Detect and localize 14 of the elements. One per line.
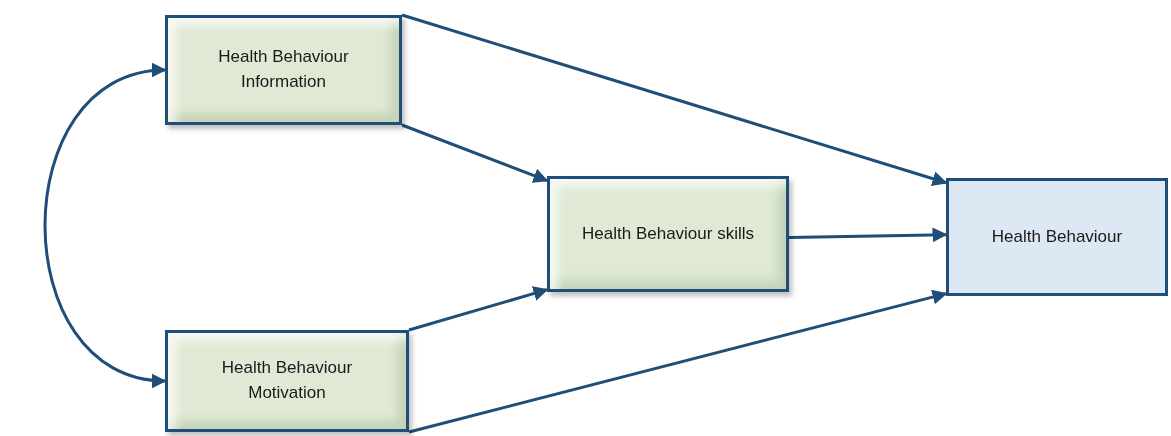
box-label: Health Behaviour Motivation xyxy=(220,357,354,404)
arrow xyxy=(401,13,948,186)
process-box xyxy=(165,15,402,125)
process-box xyxy=(547,176,789,292)
arrow xyxy=(408,289,948,434)
arrow xyxy=(401,123,549,183)
arrow xyxy=(43,64,167,387)
arrow xyxy=(788,227,948,243)
box-label: Health Behaviour xyxy=(991,225,1123,248)
process-box xyxy=(165,330,409,432)
box-label: Health Behaviour skills xyxy=(582,222,754,245)
arrow xyxy=(408,286,549,332)
box-label: Health Behaviour Information xyxy=(217,46,350,93)
process-box xyxy=(946,178,1168,296)
